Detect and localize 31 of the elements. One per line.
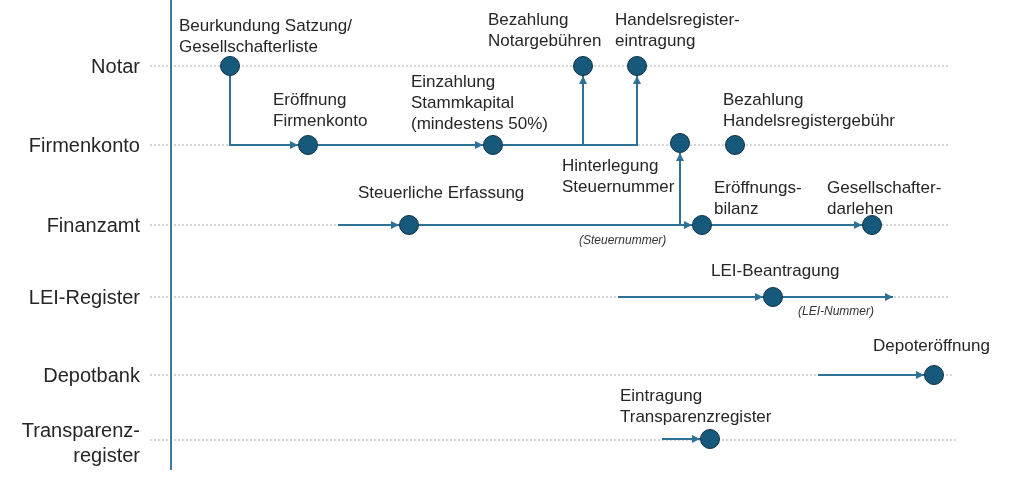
lane-label: Transparenz- register: [20, 418, 140, 468]
step-label: Eröffnungs- bilanz: [714, 177, 803, 219]
flow-arrow: [817, 371, 925, 379]
edge-label: (Steuernummer): [578, 233, 668, 247]
edge-label: (LEI-Nummer): [797, 304, 875, 318]
step-label: Handelsregister- eintragung: [615, 9, 741, 51]
step-label: Beurkundung Satzung/ Gesellschafterliste: [179, 15, 353, 57]
lane-label: Depotbank: [42, 362, 140, 388]
lane-label: Firmenkonto: [27, 132, 140, 158]
flow-arrow: [782, 293, 894, 301]
step-label: Hinterlegung Steuernummer: [562, 155, 676, 197]
step-label: Gesellschafter- darlehen: [827, 177, 943, 219]
flow-arrow: [418, 221, 693, 229]
step-label: Bezahlung Notargebühren: [488, 9, 603, 51]
flow-arrow: [661, 435, 701, 443]
step-label: Steuerliche Erfassung: [358, 182, 526, 203]
step-label: Eintragung Transparenzregister: [620, 385, 773, 427]
flow-arrow: [317, 141, 484, 149]
step-label: Einzahlung Stammkapital (mindestens 50%): [411, 71, 549, 134]
step-label: Depoteröffnung: [873, 335, 991, 356]
flow-arrow: [229, 75, 299, 149]
flow-arrow: [617, 293, 764, 301]
flow-arrow: [337, 221, 400, 229]
lane-label: Notar: [90, 53, 140, 79]
lane-label: Finanzamt: [45, 212, 140, 238]
step-label: Eröffnung Firmenkonto: [273, 89, 369, 131]
flow-arrow: [502, 75, 641, 146]
lane-label: LEI-Register: [27, 284, 140, 310]
step-label: Bezahlung Handelsregistergebühr: [723, 89, 896, 131]
flow-arrow: [711, 221, 863, 229]
step-label: LEI-Beantragung: [711, 260, 841, 281]
